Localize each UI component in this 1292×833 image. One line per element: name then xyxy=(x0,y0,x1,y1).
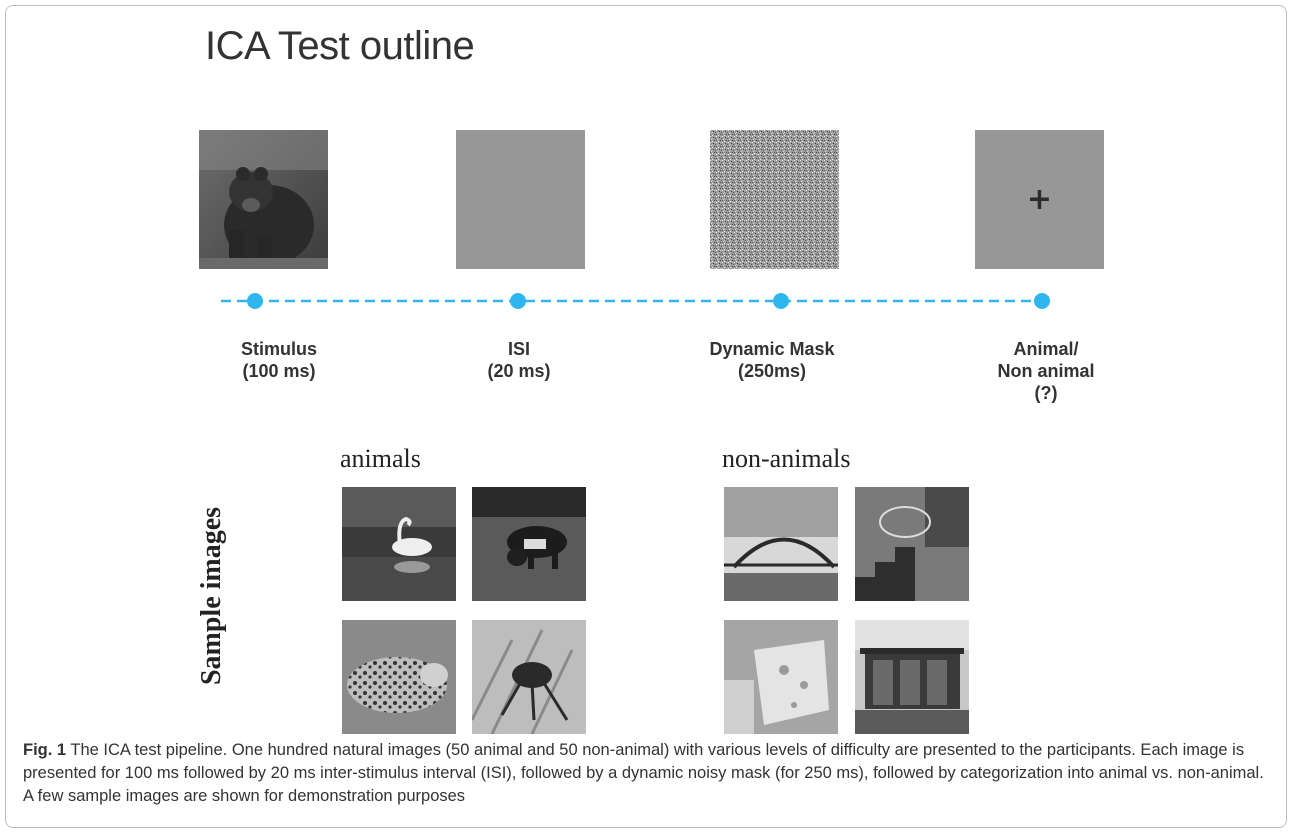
response-screen: + xyxy=(975,130,1104,269)
timeline-dot-isi xyxy=(510,293,526,309)
fixation-cross: + xyxy=(1026,181,1053,217)
sample-images-label: Sample images xyxy=(196,506,227,686)
timeline-dot-mask xyxy=(773,293,789,309)
sample-stairs-image xyxy=(855,487,969,601)
step-label-stimulus: Stimulus (100 ms) xyxy=(240,339,317,381)
step-label-isi: ISI (20 ms) xyxy=(487,339,551,381)
figure-title: ICA Test outline xyxy=(205,24,475,68)
sample-swan-image xyxy=(342,487,456,601)
figure-caption: Fig. 1 The ICA test pipeline. One hundre… xyxy=(23,739,1273,808)
sample-insect-image xyxy=(472,620,586,734)
stimulus-image xyxy=(199,130,328,269)
timeline-dot-stimulus xyxy=(247,293,263,309)
sample-cheese-image xyxy=(724,620,838,734)
sample-building-image xyxy=(855,620,969,734)
sample-cheetah-image xyxy=(342,620,456,734)
animals-label: animals xyxy=(340,444,421,473)
step-label-mask: Dynamic Mask (250ms) xyxy=(709,339,835,381)
caption-text: The ICA test pipeline. One hundred natur… xyxy=(23,741,1264,805)
sample-dog-image xyxy=(472,487,586,601)
isi-gray-screen xyxy=(456,130,585,269)
timeline-dot-response xyxy=(1034,293,1050,309)
step-label-response: Animal/ Non animal (?) xyxy=(997,339,1095,403)
sample-bridge-image xyxy=(724,487,838,601)
dynamic-mask-noise xyxy=(710,130,839,269)
caption-label: Fig. 1 xyxy=(23,741,67,759)
figure-frame: ICA Test outline xyxy=(5,5,1287,828)
timeline xyxy=(221,293,1051,309)
non-animals-label: non-animals xyxy=(722,444,851,473)
